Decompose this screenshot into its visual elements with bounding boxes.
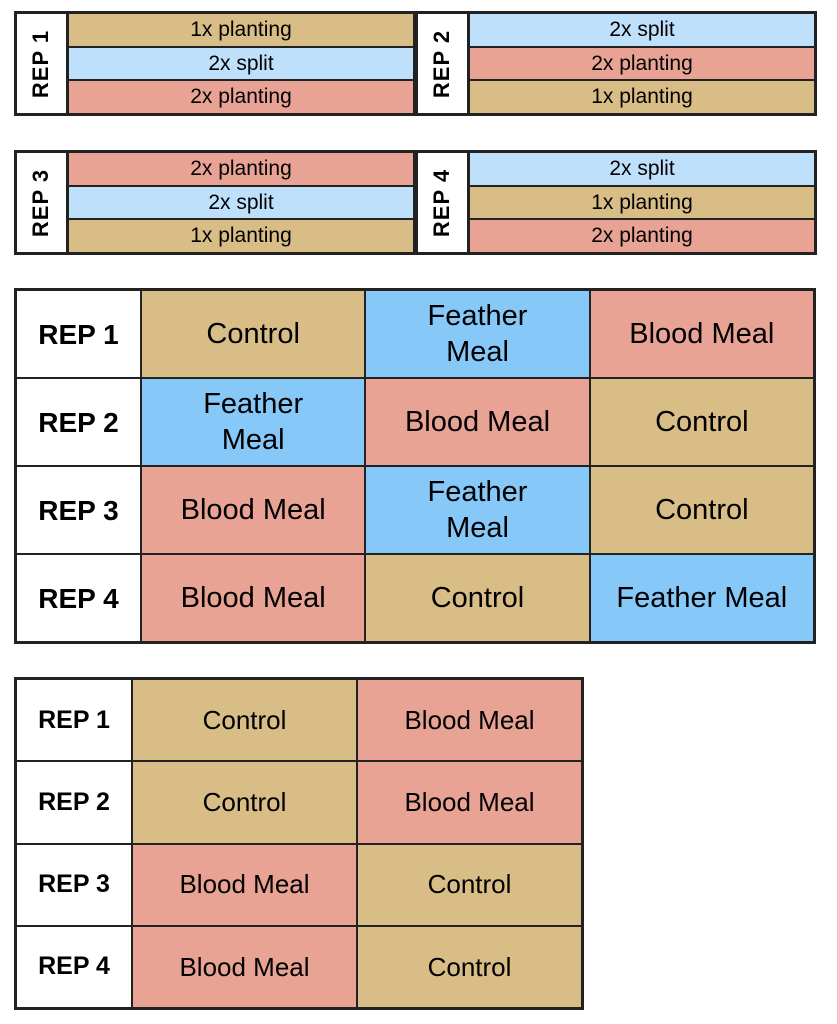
planting-row: 2x split	[69, 186, 413, 219]
treatment-cell: Control	[590, 379, 813, 465]
treatment-cell: Blood Meal	[142, 555, 365, 641]
treatment-cell: Feather Meal	[142, 379, 365, 465]
treatment-cell: Blood Meal	[142, 467, 365, 553]
planting-row: 1x planting	[69, 220, 413, 253]
planting-row: 2x planting	[470, 47, 814, 80]
treatment-cell: Control	[358, 926, 581, 1007]
planting-row: 2x planting	[69, 81, 413, 114]
treatment-cell: Control	[590, 467, 813, 553]
treatment-cell: Control	[366, 555, 589, 641]
rep-label-text: REP 2	[429, 29, 455, 98]
treatment-cell: Feather Meal	[366, 467, 589, 553]
rep-header: REP 1	[17, 291, 140, 377]
rep-header: REP 1	[17, 680, 131, 761]
rep-header: REP 4	[17, 555, 140, 641]
rep-label: REP 2	[418, 14, 470, 113]
rep-header: REP 3	[17, 467, 140, 553]
planting-row: 2x planting	[470, 220, 814, 253]
rep-label-text: REP 4	[429, 168, 455, 237]
planting-row: 1x planting	[69, 14, 413, 46]
treatment-cell: Blood Meal	[366, 379, 589, 465]
treatment-cell: Control	[133, 680, 356, 761]
planting-row: 1x planting	[470, 186, 814, 219]
rep-label-text: REP 1	[28, 29, 54, 98]
rep-label-text: REP 3	[28, 168, 54, 237]
treatment-cell: Blood Meal	[590, 291, 813, 377]
planting-row: 2x planting	[69, 153, 413, 185]
rep-header: REP 3	[17, 844, 131, 925]
treatment-cell: Blood Meal	[358, 680, 581, 761]
treatment-cell: Control	[358, 844, 581, 925]
treatment-cell: Feather Meal	[366, 291, 589, 377]
rep-header: REP 4	[17, 926, 131, 1007]
planting-row: 1x planting	[470, 81, 814, 114]
rep-label: REP 3	[17, 153, 69, 252]
planting-row: 2x split	[69, 47, 413, 80]
planting-row: 2x split	[470, 14, 814, 46]
rep-header: REP 2	[17, 762, 131, 843]
rep-header: REP 2	[17, 379, 140, 465]
treatment-cell: Control	[133, 762, 356, 843]
treatment-cell: Control	[142, 291, 365, 377]
rep-label: REP 4	[418, 153, 470, 252]
treatment-cell: Blood Meal	[133, 844, 356, 925]
treatment-cell: Blood Meal	[133, 926, 356, 1007]
rep-label: REP 1	[17, 14, 69, 113]
planting-row: 2x split	[470, 153, 814, 185]
treatment-cell: Feather Meal	[590, 555, 813, 641]
treatment-cell: Blood Meal	[358, 762, 581, 843]
